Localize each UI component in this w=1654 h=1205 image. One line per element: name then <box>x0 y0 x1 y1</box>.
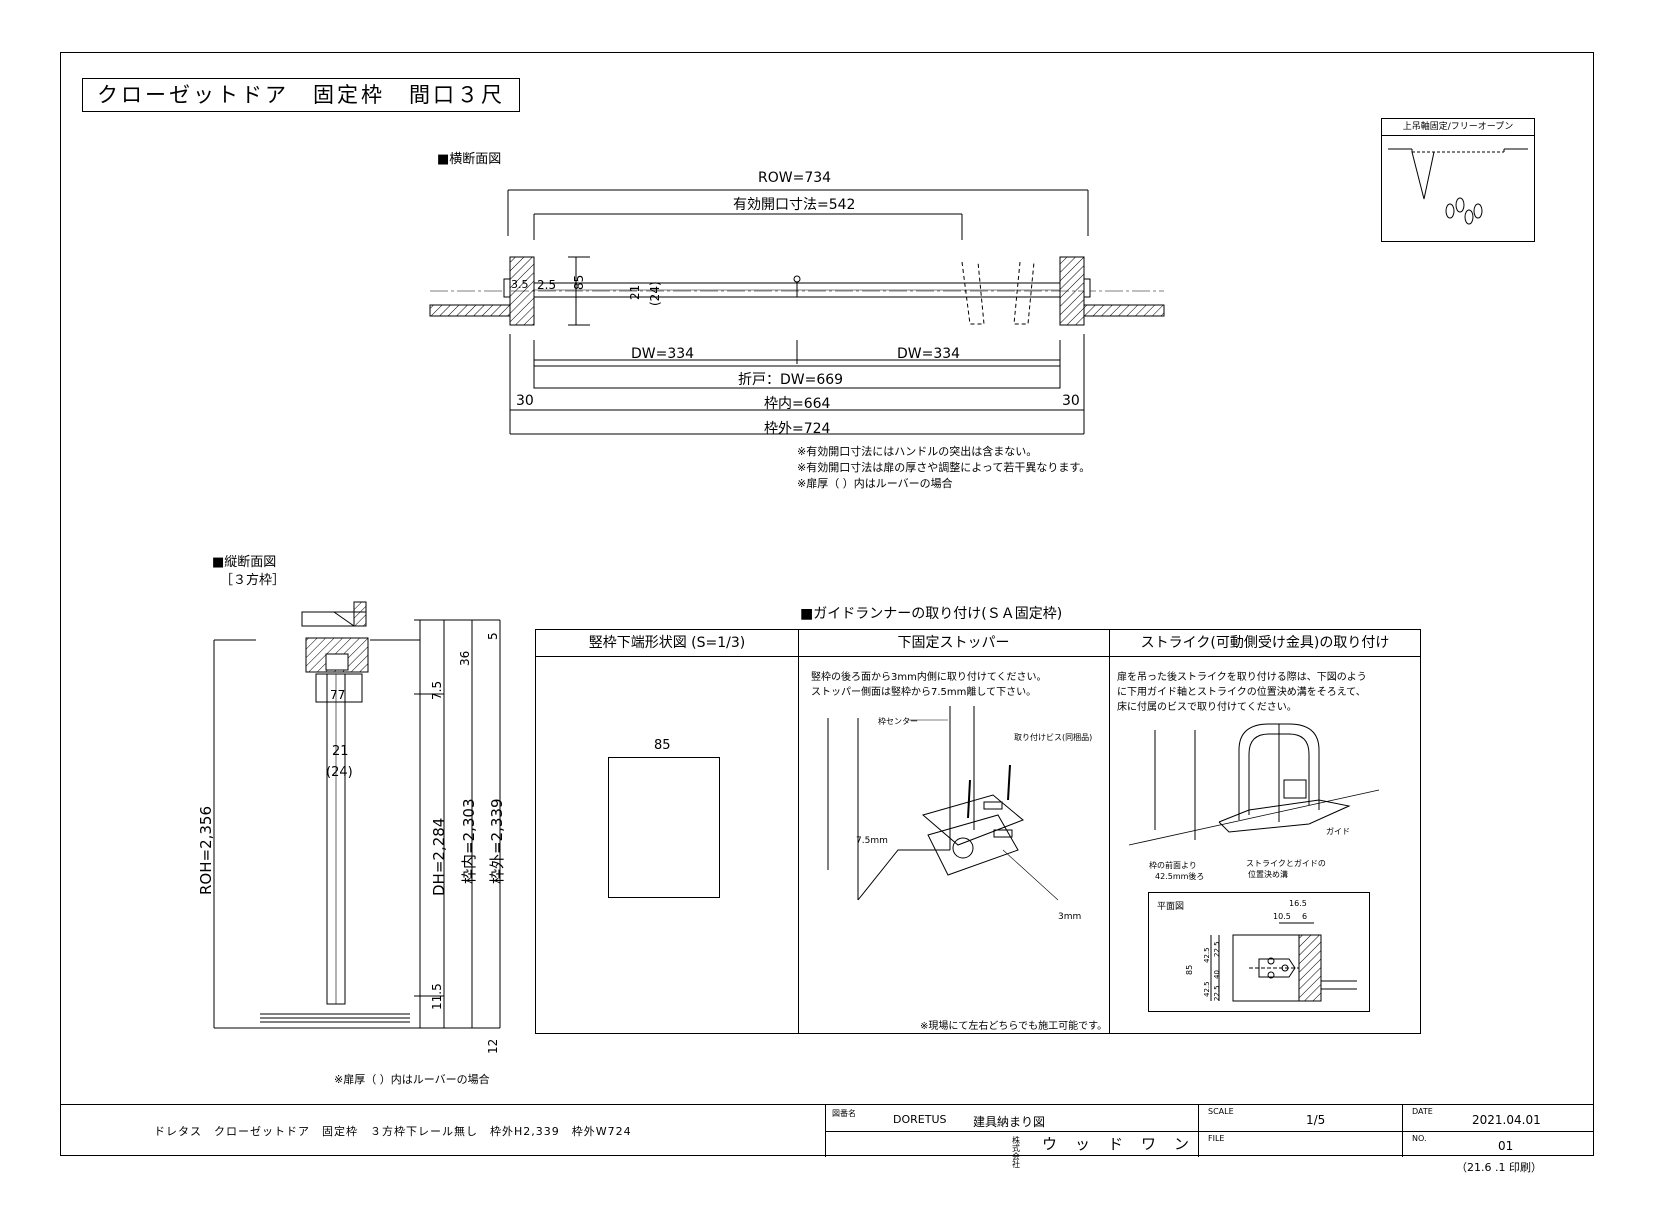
col2-header: 下固定ストッパー <box>897 635 1010 651</box>
drawing-name-label: 図番名 <box>832 1109 856 1118</box>
top-gap-dimension: 5 <box>486 632 500 640</box>
company-name: ウッドワン <box>1042 1135 1208 1153</box>
roh-dimension: ROH=2,356 <box>197 805 215 895</box>
dh-dimension: DH=2,284 <box>430 817 448 896</box>
label-3mm: 3mm <box>1058 912 1082 922</box>
column-divider-1 <box>798 630 799 1033</box>
side-right-dimension: 30 <box>1062 393 1080 409</box>
vertical-frame-outer: 枠外=2,339 <box>488 798 506 884</box>
vertical-note: ※扉厚（ ）内はルーバーの場合 <box>334 1073 490 1086</box>
dw-right-dimension: DW=334 <box>897 346 961 362</box>
opening-legend-box: 上吊軸固定/フリーオープン <box>1381 118 1535 242</box>
head-depth-dimension: 36 <box>458 650 472 666</box>
frame-inner-dimension: 枠内=664 <box>764 396 831 412</box>
label-groove-2: 位置決め溝 <box>1248 870 1288 879</box>
plan-dim-85: 85 <box>1185 964 1194 975</box>
print-date-note: （21.6 .1 印刷） <box>1456 1161 1542 1174</box>
drawing-frame <box>60 52 1594 1156</box>
title-block-hline <box>825 1131 1593 1132</box>
cross-section-heading: ■横断面図 <box>437 152 502 167</box>
stopper-text-1: 竪枠の後ろ面から3mm内側に取り付けてください。 <box>811 672 1047 683</box>
plan-view-box: 平面図 16.5 10.5 6 85 42.5 42.5 22.5 40 22.… <box>1148 892 1370 1012</box>
label-frame-center: 枠センター <box>878 717 918 726</box>
date-label: DATE <box>1412 1107 1433 1116</box>
guide-runner-heading: ■ガイドランナーの取り付け(ＳＡ固定枠) <box>800 606 1063 622</box>
guide-runner-table: 竪枠下端形状図 (S=1/3) 下固定ストッパー ストライク(可動側受け金具)の… <box>535 629 1421 1034</box>
plan-dim-42-5-b: 42.5 <box>1203 947 1211 963</box>
plan-dim-22-5-b: 22.5 <box>1213 941 1221 957</box>
depth-dimension: 85 <box>572 274 586 290</box>
plan-view-drawing <box>1210 922 1357 1002</box>
drawing-type: 建具納まり図 <box>973 1115 1046 1129</box>
runner-dimension: 77 <box>330 688 346 702</box>
number-value: 01 <box>1498 1139 1514 1153</box>
strike-text-2: に下用ガイド軸とストライクの位置決め溝をそろえて、 <box>1117 687 1366 698</box>
strike-text-1: 扉を吊った後ストライクを取り付ける際は、下図のよう <box>1117 672 1367 683</box>
note-1: ※有効開口寸法にはハンドルの突出は含まない。 <box>797 445 1038 458</box>
row-dimension: ROW=734 <box>758 170 832 186</box>
date-value: 2021.04.01 <box>1472 1113 1541 1127</box>
file-label: FILE <box>1208 1134 1225 1143</box>
plan-dim-6: 6 <box>1302 912 1308 921</box>
vertical-frame-inner: 枠内=2,303 <box>460 798 478 884</box>
scale-value: 1/5 <box>1306 1113 1326 1127</box>
effective-opening-dimension: 有効開口寸法=542 <box>733 197 856 213</box>
door-thickness: 21 <box>628 284 642 300</box>
dw-left-dimension: DW=334 <box>631 346 695 362</box>
folding-door-dimension: 折戸：DW=669 <box>738 372 844 388</box>
stopper-note: ※現場にて左右どちらでも施工可能です。 <box>920 1021 1108 1032</box>
plan-view-title: 平面図 <box>1157 902 1185 912</box>
label-guide: ガイド <box>1326 827 1350 836</box>
label-front-2: 42.5mm後ろ <box>1155 872 1205 881</box>
plan-dim-42-5-a: 42.5 <box>1203 981 1211 997</box>
bottom-gap-dimension: 12 <box>486 1038 500 1054</box>
label-screw: 取り付けビス(同梱品) <box>1014 733 1093 742</box>
label-front-1: 枠の前面より <box>1149 861 1197 870</box>
note-3: ※扉厚（ ）内はルーバーの場合 <box>797 477 953 490</box>
vertical-section-drawing <box>213 601 501 1029</box>
stopper-illustration <box>827 706 1059 901</box>
vertical-section-heading: ■縦断面図 <box>212 555 277 570</box>
strike-illustration <box>1128 723 1380 846</box>
plan-dim-16-5: 16.5 <box>1289 899 1307 908</box>
door-thickness-louver: (24) <box>648 281 662 306</box>
plan-dim-22-5-a: 22.5 <box>1213 985 1221 1001</box>
label-7-5mm: 7.5mm <box>856 836 888 846</box>
company-prefix: 株式会社 <box>1012 1136 1020 1169</box>
col3-header: ストライク(可動側受け金具)の取り付け <box>1140 635 1390 651</box>
frame-bottom-width: 85 <box>654 738 671 753</box>
number-label: NO. <box>1412 1134 1427 1143</box>
drawing-description: ドレタス クローゼットドア 固定枠 ３方枠下レール無し 枠外H2,339 枠外W… <box>154 1125 632 1138</box>
strike-text-3: 床に付属のビスで取り付けてください。 <box>1117 702 1297 713</box>
plan-dim-10-5: 10.5 <box>1273 912 1291 921</box>
drawing-title: クローゼットドア 固定枠 間口３尺 <box>82 78 520 112</box>
product-name: DORETUS <box>893 1113 947 1126</box>
column-divider-2 <box>1109 630 1110 1033</box>
offset-top-dimension: 7.5 <box>430 680 444 700</box>
note-2: ※有効開口寸法は扉の厚さや調整によって若干異なります。 <box>797 461 1091 474</box>
col1-header: 竪枠下端形状図 (S=1/3) <box>588 635 746 651</box>
offset-bottom-dimension: 11.5 <box>430 983 444 1010</box>
frame-outer-dimension: 枠外=724 <box>764 421 831 437</box>
vertical-section-sub: ［３方枠］ <box>220 573 286 588</box>
side-left-dimension: 30 <box>516 393 534 409</box>
frame-thickness-a: 3.5 <box>511 278 529 291</box>
frame-thickness-b: 2.5 <box>537 278 557 292</box>
scale-label: SCALE <box>1208 1107 1234 1116</box>
stopper-text-2: ストッパー側面は竪枠から7.5mm離して下さい。 <box>811 687 1037 698</box>
label-groove-1: ストライクとガイドの <box>1246 859 1326 868</box>
vertical-door-thickness: 21 <box>332 744 349 759</box>
legend-symbol <box>1388 148 1528 225</box>
table-header-divider <box>536 656 1420 657</box>
plan-dim-40: 40 <box>1213 970 1221 979</box>
legend-label: 上吊軸固定/フリーオープン <box>1382 119 1534 136</box>
vertical-door-thickness-louver: (24) <box>326 765 353 780</box>
cross-section-drawing <box>429 189 1165 435</box>
title-block: ドレタス クローゼットドア 固定枠 ３方枠下レール無し 枠外H2,339 枠外W… <box>60 1104 1594 1169</box>
frame-bottom-shape <box>608 757 720 898</box>
